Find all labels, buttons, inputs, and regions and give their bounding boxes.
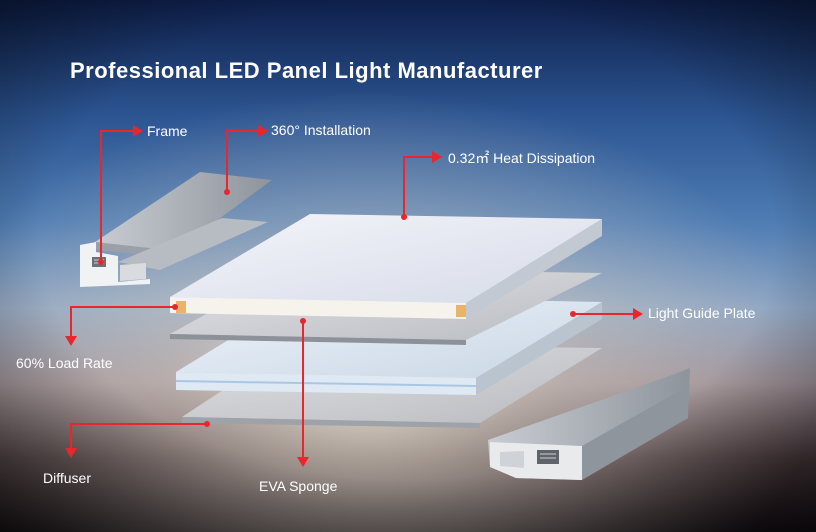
light-guide-dot-icon (570, 311, 576, 317)
diffuser-dot-icon (204, 421, 210, 427)
heat-callout-line (403, 156, 432, 217)
heat-arrow-icon (432, 151, 442, 163)
load-rate-label: 60% Load Rate (16, 355, 113, 371)
eva-arrow-icon (297, 457, 309, 467)
frame-callout-line (100, 130, 133, 262)
heat-dot-icon (401, 214, 407, 220)
frame-profile-right (488, 368, 690, 480)
diffuser-label: Diffuser (43, 470, 91, 486)
diffuser-callout-line (70, 423, 207, 448)
frame-label: Frame (147, 123, 188, 139)
back-plate-layer (170, 214, 602, 319)
callouts (70, 130, 633, 457)
installation-arrow-icon (258, 125, 268, 137)
load-rate-dot-icon (172, 304, 178, 310)
eva-sponge-label: EVA Sponge (259, 478, 338, 494)
installation-callout-line (226, 130, 258, 192)
light-guide-arrow-icon (633, 308, 643, 320)
frame-dot-icon (98, 259, 104, 265)
eva-dot-icon (300, 318, 306, 324)
page-title: Professional LED Panel Light Manufacture… (70, 58, 543, 83)
light-guide-plate-label: Light Guide Plate (648, 305, 756, 321)
heat-dissipation-label: 0.32㎡ Heat Dissipation (448, 150, 596, 166)
load-rate-callout-line (70, 306, 175, 336)
frame-arrow-icon (133, 125, 143, 137)
diffuser-arrow-icon (65, 448, 77, 458)
callout-arrowheads (65, 125, 643, 467)
installation-label: 360° Installation (271, 122, 371, 138)
installation-dot-icon (224, 189, 230, 195)
load-rate-arrow-icon (65, 336, 77, 346)
